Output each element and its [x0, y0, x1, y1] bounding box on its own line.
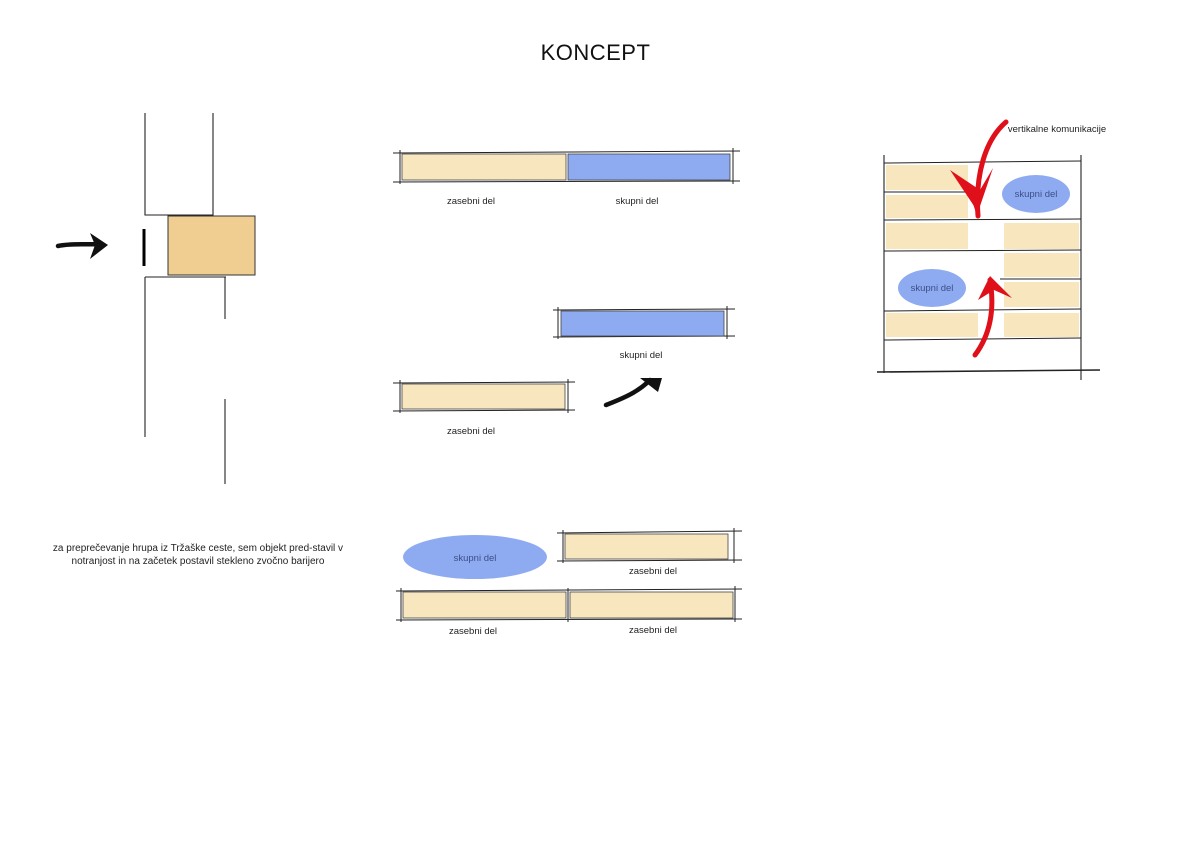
- shared-block-raised: [560, 310, 725, 337]
- label-private: zasebni del: [446, 426, 496, 437]
- shared-ellipse-lower: [898, 269, 966, 307]
- entrance-block: [167, 215, 256, 276]
- concept-note: za preprečevanje hrupa iz Tržaške ceste,…: [52, 543, 344, 567]
- street-wall-upper: [144, 113, 214, 216]
- site-plan: [55, 113, 256, 484]
- section-scheme: [876, 119, 1101, 380]
- private-block-left: [402, 591, 567, 619]
- label-private: zasebni del: [446, 196, 496, 207]
- scheme-2: [392, 306, 736, 413]
- private-block-lower: [401, 383, 566, 410]
- red-arrow-down-icon: [950, 119, 1009, 219]
- lift-arrow-icon: [603, 377, 662, 408]
- label-shared: skupni del: [619, 350, 663, 361]
- shared-ellipse: [403, 535, 547, 579]
- shared-ellipse-upper: [1002, 175, 1070, 213]
- label-shared-ellipse: skupni del: [454, 553, 497, 564]
- scheme-1: [392, 148, 741, 184]
- label-shared-lower: skupni del: [911, 283, 954, 294]
- label-shared: skupni del: [615, 196, 659, 207]
- label-private: zasebni del: [628, 566, 678, 577]
- page-title: KONCEPT: [540, 40, 651, 65]
- entry-arrow-icon: [55, 233, 108, 259]
- shared-block: [567, 153, 731, 181]
- private-block-right: [569, 591, 734, 619]
- scheme-3: [395, 528, 743, 622]
- private-block: [401, 153, 567, 181]
- label-private: zasebni del: [628, 625, 678, 636]
- label-vertical-communications: vertikalne komunikacije: [1007, 124, 1107, 135]
- private-block-upper: [564, 533, 729, 560]
- red-arrow-up-icon: [972, 276, 1012, 358]
- label-shared-upper: skupni del: [1015, 189, 1058, 200]
- label-private: zasebni del: [448, 626, 498, 637]
